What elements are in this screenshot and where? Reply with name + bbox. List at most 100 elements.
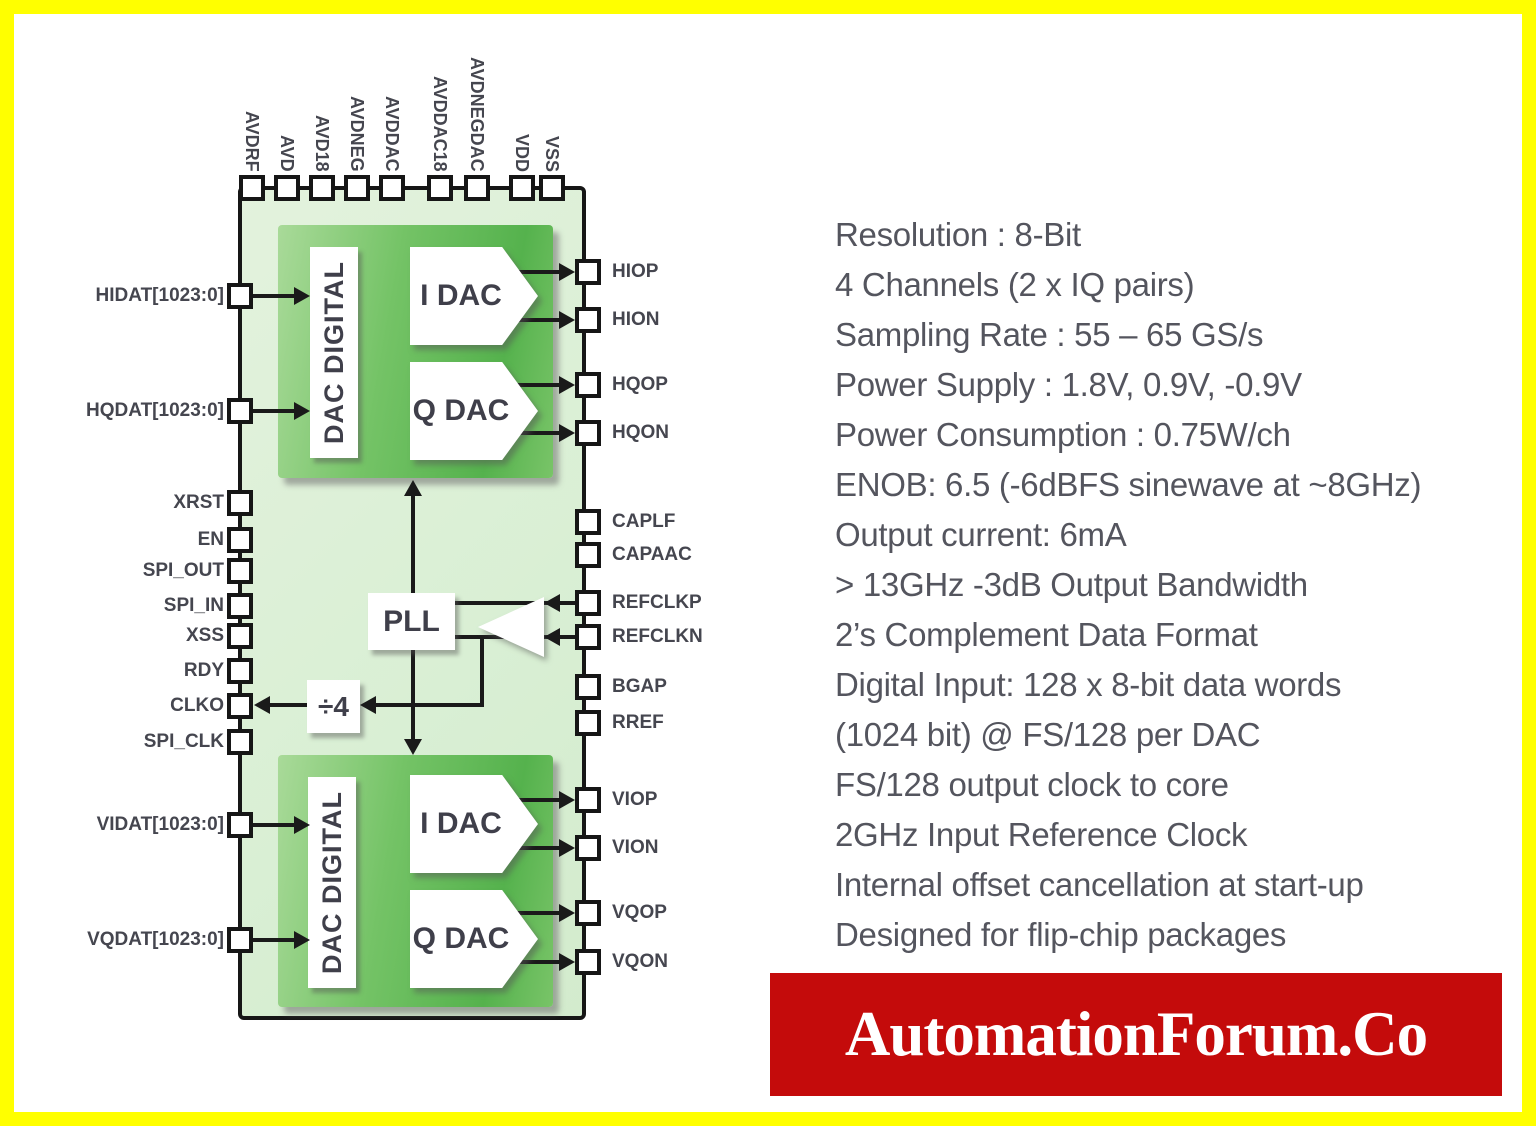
chip-pin [379,175,405,201]
spec-line: Output current: 6mA [835,516,1127,553]
idac-label: I DAC [420,279,502,312]
chip-pin [309,175,335,201]
chip-pin [575,307,601,333]
spec-list: Resolution : 8-Bit 4 Channels (2 x IQ pa… [835,210,1421,960]
chip-pin [227,927,253,953]
chip-pin [575,372,601,398]
spec-line: Resolution : 8-Bit [835,216,1081,253]
chip-pin [227,490,253,516]
dac-digital-label: DAC DIGITAL [318,261,349,444]
qdac-top-shape: Q DAC [410,362,538,460]
pin-label: XSS [185,625,224,646]
spec-line: Internal offset cancellation at start-up [835,866,1364,903]
arrowhead [559,791,575,809]
spec-line: Sampling Rate : 55 – 65 GS/s [835,316,1264,353]
pin-label: XRST [173,492,224,513]
arrowhead [294,931,310,949]
pin-label: VION [612,837,659,858]
pin-label: RREF [612,712,664,733]
wire-pll-up [411,496,415,595]
chip-pin [227,658,253,684]
pll-box: PLL [368,593,455,650]
pin-label: VIDAT[1023:0] [96,814,224,835]
wire [253,938,296,942]
pin-label: REFCLKN [612,626,703,647]
chip-pin [227,558,253,584]
pin-label: HQON [612,422,669,443]
arrowhead [544,628,560,646]
arrowhead [404,739,422,755]
pin-label: HIDAT[1023:0] [95,285,224,306]
pin-label: EN [197,529,224,550]
watermark-banner: AutomationForum.Co [770,973,1502,1096]
chip-pin [239,175,265,201]
wire-clko [268,703,307,707]
wire [253,409,296,413]
pin-label: AVDDAC [382,96,402,172]
wire [376,703,484,707]
spec-line: FS/128 output clock to core [835,766,1229,803]
pin-label: VQDAT[1023:0] [87,929,224,950]
pin-label: VQON [612,951,668,972]
arrowhead [559,263,575,281]
pin-label: AVDNEG [347,96,367,172]
pin-label: CLKO [170,695,224,716]
pin-label: CAPLF [612,511,676,532]
chip-pin [575,710,601,736]
spec-line: 4 Channels (2 x IQ pairs) [835,266,1195,303]
arrowhead [360,696,376,714]
spec-line: Power Supply : 1.8V, 0.9V, -0.9V [835,366,1302,403]
chip-pin [575,835,601,861]
chip-pin [227,623,253,649]
spec-line: Designed for flip-chip packages [835,916,1287,953]
arrowhead [559,376,575,394]
arrowhead [559,839,575,857]
wire [500,270,562,274]
dac-digital-bar-top: DAC DIGITAL [310,247,358,458]
chip-pin [227,527,253,553]
qdac-label: Q DAC [412,922,510,955]
wire [500,431,562,435]
chip-pin [575,590,601,616]
spec-line: Digital Input: 128 x 8-bit data words [835,666,1342,703]
wire [500,318,562,322]
chip-pin [575,509,601,535]
dac-digital-bar-bottom: DAC DIGITAL [308,777,356,988]
wire [480,637,484,707]
pin-label: BGAP [612,676,667,697]
chip-pin [344,175,370,201]
pin-label: VSS [542,135,562,172]
spec-line: 2’s Complement Data Format [835,616,1258,653]
pin-label: VIOP [612,789,658,810]
pin-label: SPI_CLK [143,731,224,752]
chip-pin [464,175,490,201]
pin-label: AVDRF [242,111,262,172]
chip-pin [575,900,601,926]
spec-line: 2GHz Input Reference Clock [835,816,1248,853]
chip-pin [575,624,601,650]
pin-label: RDY [183,660,224,681]
arrowhead [544,594,560,612]
pin-label: AVDNEGDAC [467,57,487,172]
chip-pin [227,729,253,755]
arrowhead [294,816,310,834]
spec-line: (1024 bit) @ FS/128 per DAC [835,716,1261,753]
pin-label: VQOP [612,902,667,923]
wire [500,846,562,850]
spec-line: ENOB: 6.5 (-6dBFS sinewave at ~8GHz) [835,466,1422,503]
arrowhead [559,311,575,329]
pin-label: SPI_OUT [142,560,224,581]
chip-pin [427,175,453,201]
divide-by-4-box: ÷4 [307,680,360,733]
qdac-label: Q DAC [412,394,510,427]
arrowhead [254,696,270,714]
pin-label: HQDAT[1023:0] [86,400,224,421]
spec-line: Power Consumption : 0.75W/ch [835,416,1291,453]
div4-label: ÷4 [318,690,349,722]
arrowhead [559,904,575,922]
chip-pin [227,593,253,619]
pin-label: AVD18 [312,115,332,172]
pin-label: SPI_IN [163,595,224,616]
pin-label: AVDDAC18 [430,76,450,172]
pin-label: AVD [277,135,297,172]
